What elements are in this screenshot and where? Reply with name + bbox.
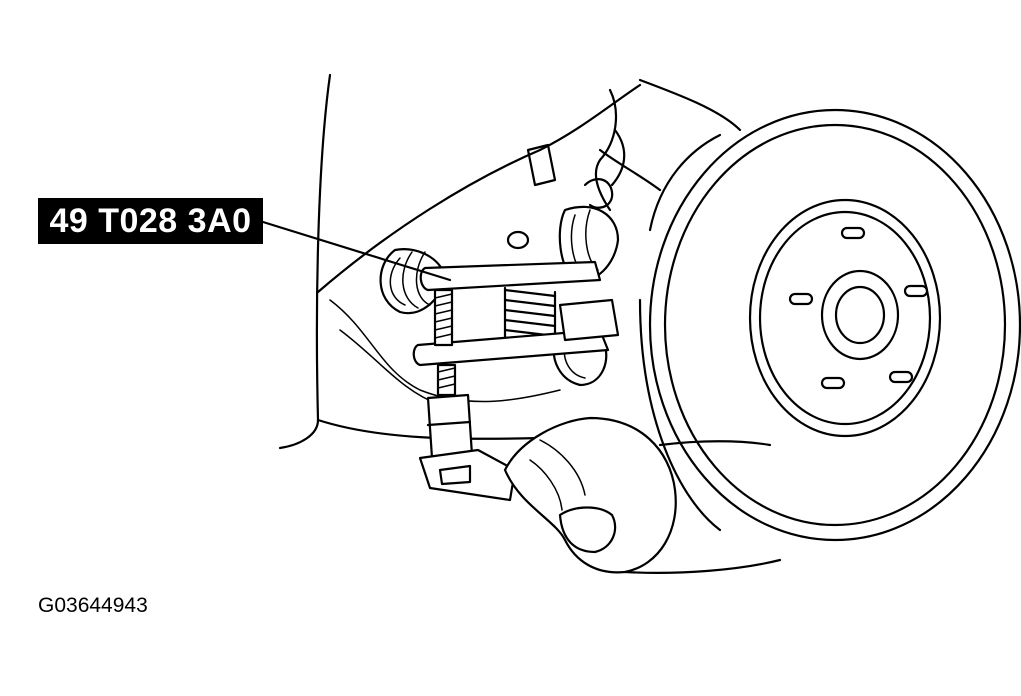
brake-rotor (638, 108, 1021, 542)
tie-rod-boot (379, 230, 530, 315)
technician-hand (503, 416, 782, 574)
fender-outline (278, 73, 642, 450)
callout-leader-line (261, 220, 452, 282)
steering-knuckle (526, 78, 742, 212)
figure-id: G03644943 (38, 594, 148, 617)
separator-tool (412, 260, 620, 502)
ball-joint-boot (552, 205, 620, 387)
part-number-callout: 49 T028 3A0 (38, 198, 263, 244)
